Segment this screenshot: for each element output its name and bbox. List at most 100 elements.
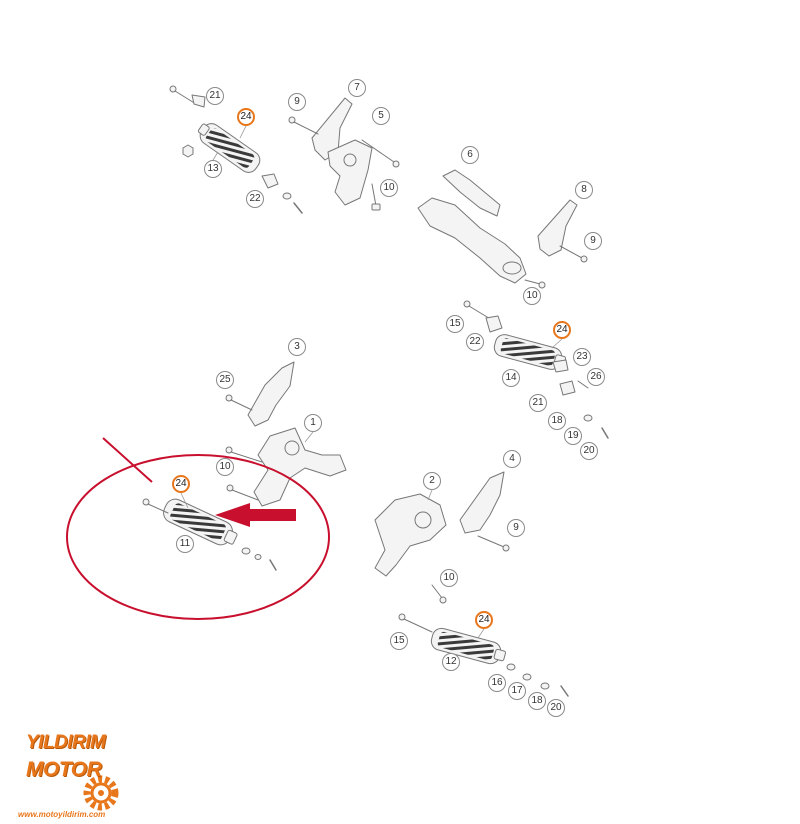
part-group-center xyxy=(142,361,347,571)
highlight-ellipse xyxy=(66,454,330,620)
callout: 23 xyxy=(573,348,591,366)
callout: 19 xyxy=(564,427,582,445)
part-group-right xyxy=(417,169,588,289)
callout: 2 xyxy=(423,472,441,490)
callout: 5 xyxy=(372,107,390,125)
cap-21 xyxy=(191,94,206,108)
part-group-bottom-right xyxy=(398,613,569,697)
lever-5 xyxy=(327,139,373,206)
part-group-right-footpeg xyxy=(463,300,609,439)
bolt-10-center-upper xyxy=(225,446,263,463)
leader-lines xyxy=(180,125,563,639)
bracket-2-hole xyxy=(414,511,432,529)
callout: 20 xyxy=(580,442,598,460)
highlight-annotation xyxy=(66,437,330,620)
bolt-21 xyxy=(169,85,197,105)
callout: 25 xyxy=(216,371,234,389)
bolt-10-bottom xyxy=(431,584,447,604)
callout: 10 xyxy=(523,287,541,305)
pin-20-right xyxy=(601,427,609,439)
callout: 18 xyxy=(548,412,566,430)
callout: 18 xyxy=(528,692,546,710)
callout: 13 xyxy=(204,160,222,178)
washer-18-right xyxy=(583,414,593,422)
logo-text-line2: MOTOR xyxy=(26,758,102,781)
part-group-top-middle xyxy=(288,97,400,211)
cap-22-right xyxy=(485,315,503,333)
callout: 15 xyxy=(390,632,408,650)
callout: 1 xyxy=(304,414,322,432)
callout: 10 xyxy=(380,179,398,197)
washer-16 xyxy=(506,663,516,671)
footpeg-11 xyxy=(163,498,238,546)
callout: 21 xyxy=(206,87,224,105)
callout: 16 xyxy=(488,674,506,692)
callout: 3 xyxy=(288,338,306,356)
arm-6-boss xyxy=(502,261,522,275)
callout: 9 xyxy=(288,93,306,111)
pin-20-bottom xyxy=(560,685,569,697)
callout: 17 xyxy=(508,682,526,700)
callout: 26 xyxy=(587,368,605,386)
callout: 20 xyxy=(547,699,565,717)
bracket-7 xyxy=(311,97,353,161)
callout: 9 xyxy=(584,232,602,250)
callout-highlighted: 24 xyxy=(475,611,493,629)
pin-11 xyxy=(269,559,277,571)
callout: 15 xyxy=(446,315,464,333)
washer-17 xyxy=(522,673,532,681)
bolt-11 xyxy=(142,498,169,514)
callout: 6 xyxy=(461,146,479,164)
bolt-10-top xyxy=(371,183,381,211)
washer-11 xyxy=(241,547,251,555)
part-group-top-left xyxy=(169,85,303,214)
clip-22 xyxy=(261,173,279,189)
bolt-9-top xyxy=(288,116,319,135)
pivot-5 xyxy=(343,153,357,167)
bracket-4 xyxy=(459,471,505,534)
callout-highlighted: 24 xyxy=(172,475,190,493)
bolt-26 xyxy=(577,380,589,389)
logo-url: www.motoyildirim.com xyxy=(18,810,106,819)
callout: 22 xyxy=(466,333,484,351)
bracket-8 xyxy=(537,199,578,257)
highlight-pointer-line xyxy=(102,437,153,483)
bolt-9-bottom xyxy=(477,535,510,552)
logo-text-line1: YILDIRIM xyxy=(26,732,106,753)
bracket-3 xyxy=(247,361,295,427)
bracket-1 xyxy=(253,427,347,507)
callout: 7 xyxy=(348,79,366,97)
bracket-1-hole xyxy=(284,440,300,456)
nut-13 xyxy=(182,144,194,158)
callout: 14 xyxy=(502,369,520,387)
bolt-10-center-lower xyxy=(226,484,259,501)
pin-22 xyxy=(293,202,303,214)
bolt-15-bottom xyxy=(398,613,433,633)
brand-logo: YILDIRIM MOTOR www.motoyildirim.com xyxy=(16,728,146,820)
highlight-arrow xyxy=(215,503,296,527)
callout: 8 xyxy=(575,181,593,199)
bolt-9-right xyxy=(559,245,588,263)
callout: 12 xyxy=(442,653,460,671)
callout: 11 xyxy=(176,535,194,553)
callout: 21 xyxy=(529,394,547,412)
callout-highlighted: 24 xyxy=(237,108,255,126)
cap-21-right xyxy=(559,380,576,396)
arm-6 xyxy=(417,197,527,284)
washer-18-bottom xyxy=(540,682,550,690)
callout: 10 xyxy=(216,458,234,476)
bolt-10-right xyxy=(524,279,546,289)
part-group-bottom-middle xyxy=(374,471,510,604)
callout-highlighted: 24 xyxy=(553,321,571,339)
callout: 22 xyxy=(246,190,264,208)
footpeg-13 xyxy=(197,123,261,173)
callout: 4 xyxy=(503,450,521,468)
footpeg-12 xyxy=(430,627,506,665)
bar-6 xyxy=(442,169,501,217)
washer-11b xyxy=(254,554,262,560)
sprocket-icon xyxy=(83,775,119,811)
callout: 9 xyxy=(507,519,525,537)
bolt-5 xyxy=(361,139,400,168)
